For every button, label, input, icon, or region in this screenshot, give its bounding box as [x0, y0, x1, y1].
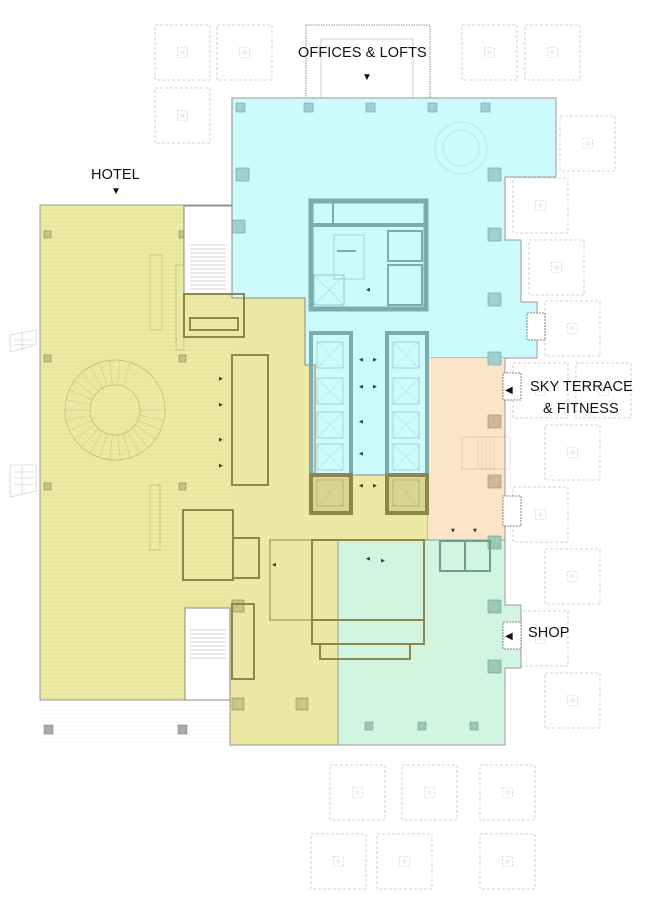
- landscape-tree-pits: [154, 24, 632, 890]
- svg-text:◀: ◀: [359, 483, 363, 489]
- svg-text:◀: ◀: [359, 357, 363, 363]
- hotel-service-rooms: [182, 354, 425, 680]
- offices-entrance-arrow-icon: ▼: [362, 72, 372, 83]
- svg-text:▶: ▶: [381, 558, 385, 564]
- structural-columns: [43, 102, 502, 731]
- svg-text:◀: ◀: [366, 287, 370, 293]
- central-elevator-bank: [309, 331, 429, 515]
- label-sky-terrace-line2: & FITNESS: [543, 401, 619, 417]
- facade-outline: [230, 97, 557, 746]
- hotel-spiral-staircase: [64, 359, 166, 461]
- svg-text:▶: ▶: [219, 376, 223, 382]
- svg-text:▶: ▶: [219, 402, 223, 408]
- zone-hotel: [39, 204, 429, 746]
- label-hotel: HOTEL: [91, 167, 140, 183]
- svg-text:▼: ▼: [451, 528, 455, 534]
- svg-text:▶: ▶: [373, 384, 377, 390]
- west-canopies: [9, 329, 37, 498]
- svg-text:◀: ◀: [359, 384, 363, 390]
- svg-text:▶: ▶: [373, 357, 377, 363]
- shop-elevators: [439, 540, 491, 572]
- svg-text:▶: ▶: [219, 463, 223, 469]
- hotel-entrance-arrow-icon: ▼: [111, 186, 121, 197]
- svg-text:◀: ◀: [272, 562, 276, 568]
- svg-text:▼: ▼: [473, 528, 477, 534]
- label-sky-terrace-line1: SKY TERRACE: [530, 379, 633, 395]
- hotel-south-stair: [184, 607, 231, 701]
- svg-text:◀: ◀: [359, 419, 363, 425]
- sky-terrace-entrance-arrow-icon: ◀: [505, 385, 513, 396]
- svg-text:◀: ◀: [359, 451, 363, 457]
- office-lobby-round-feature: [434, 121, 488, 175]
- shop-entrance-arrow-icon: ◀: [505, 631, 513, 642]
- hotel-north-stair: [183, 205, 245, 338]
- svg-text:▶: ▶: [373, 483, 377, 489]
- exterior-columns: [43, 724, 188, 735]
- label-shop: SHOP: [528, 625, 570, 641]
- lift-call-arrows: ◀ ▶ ◀ ▶ ◀ ◀ ◀ ▶ ▶ ▶ ▶ ▶ ▼ ▼ ◀ ◀ ▶: [219, 357, 477, 568]
- offices-service-core: ◀: [308, 198, 429, 312]
- zone-sky-terrace-fitness: [428, 358, 511, 540]
- zone-shop: [337, 539, 522, 746]
- east-vestibules: [502, 312, 546, 650]
- label-offices-lofts: OFFICES & LOFTS: [298, 45, 427, 61]
- svg-text:◀: ◀: [366, 556, 370, 562]
- svg-text:▶: ▶: [219, 437, 223, 443]
